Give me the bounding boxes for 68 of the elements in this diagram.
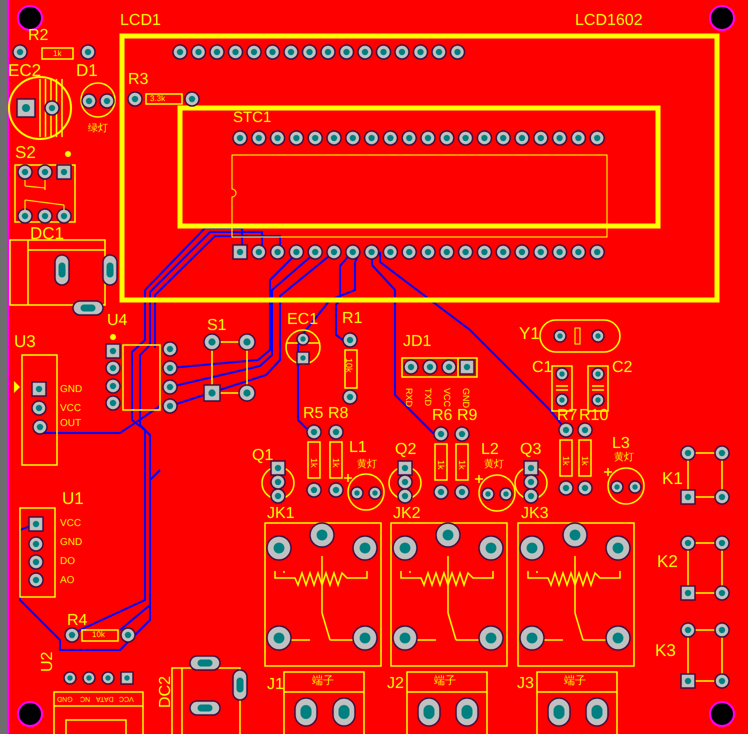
- designator-label: C2: [612, 360, 632, 376]
- designator-label: U3: [14, 333, 36, 350]
- designator-label: LCD1: [120, 13, 161, 29]
- designator-label: K2: [657, 553, 678, 570]
- designator-label: K1: [662, 470, 683, 487]
- designator-label: R2: [28, 28, 48, 44]
- value-label: 1k: [309, 458, 318, 468]
- pin-label: VCC: [442, 388, 451, 408]
- pin-label: DO: [60, 557, 75, 567]
- pin-label: RXD: [404, 388, 413, 408]
- silkscreen-label: 端子: [564, 676, 586, 687]
- silkscreen-label: 黄灯: [484, 460, 504, 470]
- pin-label: OUT: [60, 419, 82, 429]
- designator-label: S1: [207, 318, 227, 334]
- designator-label: R4: [67, 613, 88, 629]
- designator-label: J3: [517, 676, 534, 692]
- designator-label: JK3: [521, 506, 549, 522]
- silkscreen-label: 黄灯: [614, 453, 634, 463]
- value-label: 1k: [457, 460, 466, 470]
- designator-label: R8: [328, 406, 348, 422]
- designator-label: J2: [387, 676, 404, 692]
- value-label: 10k: [92, 631, 105, 639]
- designator-label: STC1: [233, 110, 272, 125]
- value-label: 3.3k: [150, 95, 166, 103]
- pin-label: VCC: [60, 404, 82, 414]
- value-label: 10k: [344, 358, 353, 373]
- silkscreen-label: 端子: [434, 676, 456, 687]
- designator-label: DC2: [158, 676, 174, 708]
- designator-label: Q1: [252, 448, 274, 464]
- designator-label: K3: [655, 642, 676, 659]
- silkscreen-label: 绿灯: [88, 124, 108, 134]
- designator-label: JK1: [267, 506, 295, 522]
- designator-label: R5: [303, 406, 324, 422]
- designator-label: R3: [128, 72, 148, 88]
- pin-label: GND: [461, 388, 470, 408]
- designator-label: LCD1602: [575, 13, 643, 29]
- designator-label: U2: [40, 652, 56, 672]
- designator-label: L3: [612, 436, 630, 452]
- designator-label: DC1: [30, 225, 64, 242]
- designator-label: C1: [532, 360, 552, 376]
- designator-label: L2: [481, 442, 499, 458]
- pin-label: TXD: [423, 388, 432, 406]
- designator-label: U4: [107, 313, 128, 329]
- designator-label: R6: [432, 408, 452, 424]
- designator-label: J1: [267, 677, 284, 693]
- value-label: 1k: [580, 456, 589, 466]
- designator-label: JK2: [393, 506, 421, 522]
- designator-label: U1: [62, 490, 84, 507]
- designator-label: Y1: [519, 325, 540, 342]
- value-label: 1k: [561, 456, 570, 466]
- designator-label: JD1: [403, 334, 432, 350]
- pin-label: GND: [60, 538, 82, 548]
- designator-label: Q3: [520, 442, 542, 458]
- pin-label: GND: [60, 385, 82, 395]
- designator-label: R1: [342, 311, 362, 327]
- pin-label: AO: [60, 576, 74, 586]
- pin-label: VCC: [60, 519, 82, 529]
- designator-label: D1: [76, 62, 98, 79]
- designator-label: S2: [15, 144, 36, 161]
- designator-label: EC2: [8, 62, 42, 79]
- designator-label: Q2: [395, 442, 416, 458]
- silkscreen-label: 黄灯: [357, 460, 377, 470]
- designator-label: L1: [349, 440, 367, 456]
- value-label: 1k: [436, 460, 445, 470]
- value-label: 1k: [331, 458, 340, 468]
- value-label: 1k: [53, 50, 62, 58]
- silkscreen-label: 端子: [312, 676, 334, 687]
- designator-label: R9: [457, 408, 478, 424]
